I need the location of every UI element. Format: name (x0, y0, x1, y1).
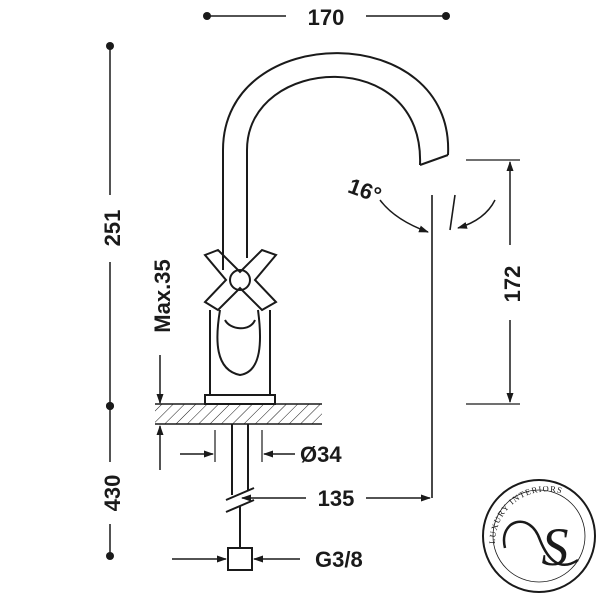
dimension-172: 172 (466, 159, 525, 405)
dimension-135-label: 135 (318, 486, 355, 511)
supply-pipe (225, 424, 255, 571)
dimension-diameter: Ø34 (180, 430, 342, 467)
dimension-diameter-label: Ø34 (300, 442, 342, 467)
faucet-outline (204, 52, 450, 405)
countertop (155, 403, 322, 425)
cross-handle (203, 248, 278, 312)
dimension-430-label: 430 (100, 475, 125, 512)
dimension-251: 251 (100, 42, 125, 410)
dimension-170: 170 (203, 5, 450, 30)
dimension-thread-label: G3/8 (315, 547, 363, 572)
dimension-135: 135 (241, 486, 431, 511)
dimension-170-label: 170 (308, 5, 345, 30)
outflow-line (431, 194, 456, 498)
logo-monogram: S (542, 517, 569, 577)
dimension-251-label: 251 (100, 210, 125, 247)
dimension-max35-label: Max.35 (150, 259, 175, 332)
dimension-172-label: 172 (500, 266, 525, 303)
dimension-max35: Max.35 (150, 259, 175, 470)
dimension-430: 430 (100, 402, 125, 560)
dimension-angle-label: 16° (345, 173, 385, 208)
brand-logo: LUXURY INTERIORS S (482, 479, 596, 593)
dimension-angle: 16° (345, 173, 496, 233)
dimension-thread: G3/8 (172, 547, 363, 572)
